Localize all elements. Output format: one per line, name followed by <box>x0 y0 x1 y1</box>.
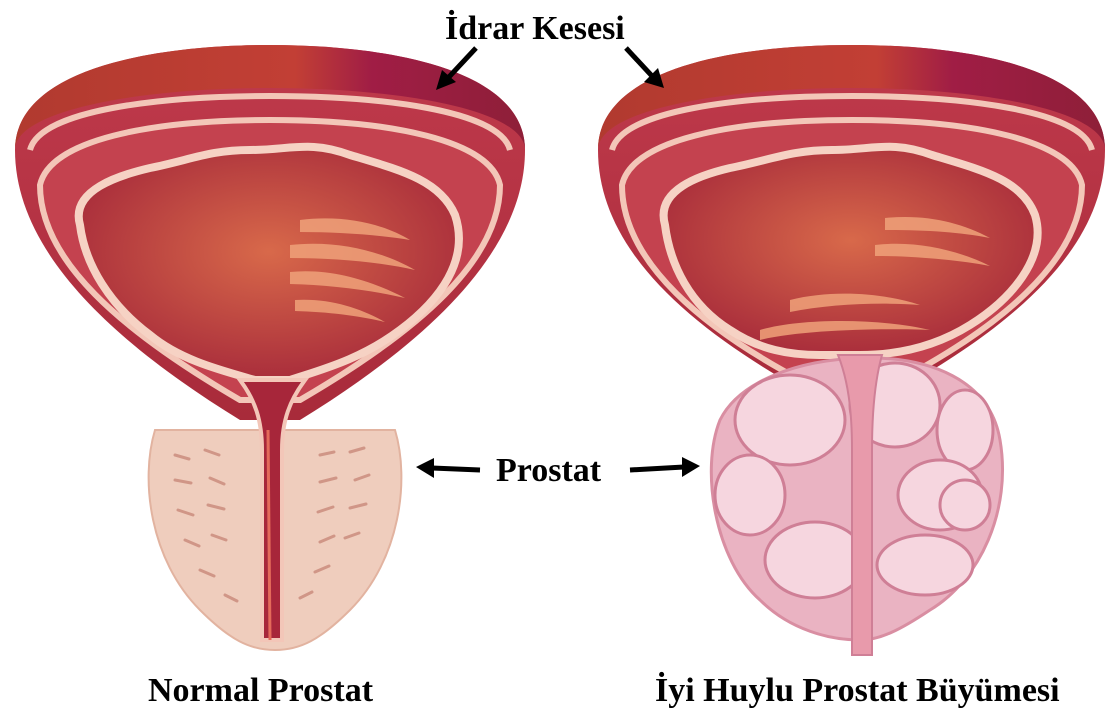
enlarged-prostate-caption: İyi Huylu Prostat Büyümesi <box>655 674 1060 708</box>
arrow-bladder-right <box>626 48 664 88</box>
arrow-prostate-left <box>416 458 480 478</box>
bladder-label: İdrar Kesesi <box>445 12 625 46</box>
normal-bladder <box>15 45 525 420</box>
normal-prostate-caption: Normal Prostat <box>148 674 373 708</box>
prostate-label: Prostat <box>496 454 601 488</box>
enlarged-bladder <box>598 45 1105 400</box>
arrow-prostate-right <box>630 457 700 477</box>
